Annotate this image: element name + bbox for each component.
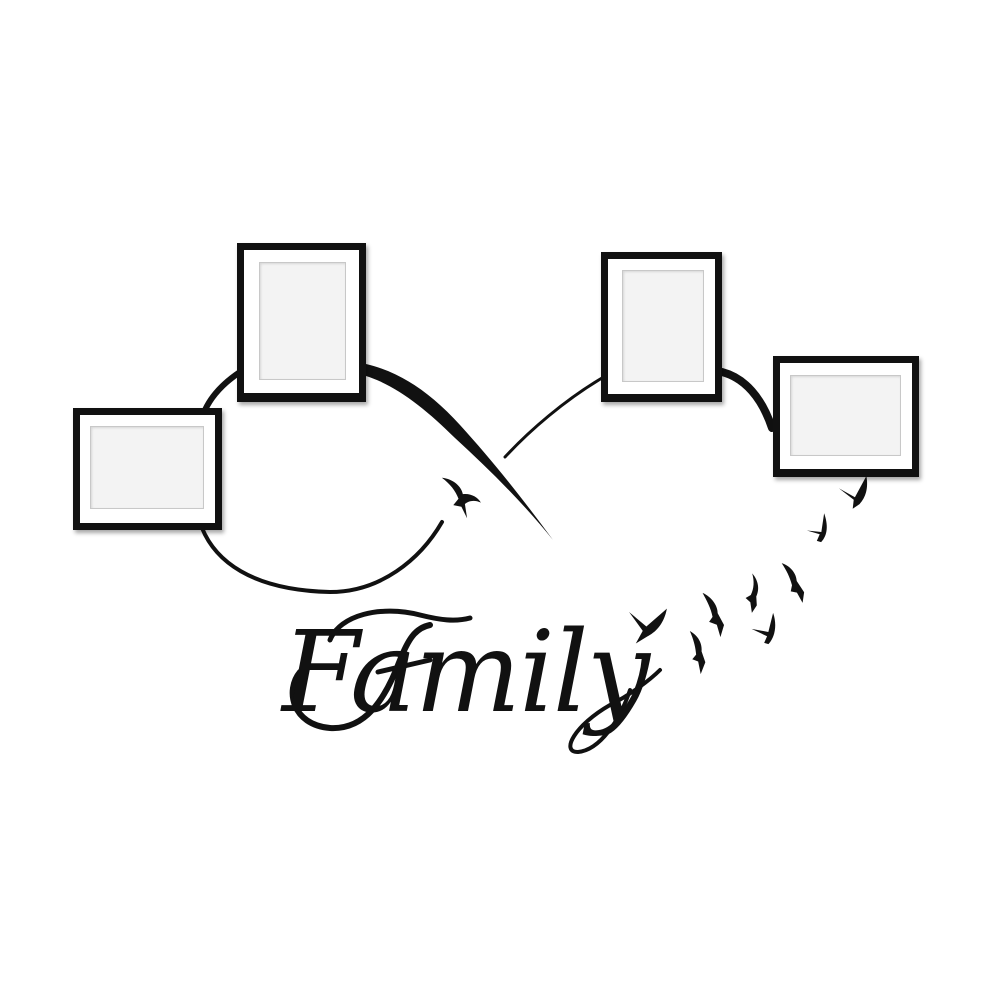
frame-mat xyxy=(80,415,215,523)
frame-left-landscape xyxy=(73,408,222,530)
frame-right-landscape xyxy=(773,356,919,477)
bird-icon xyxy=(806,513,827,543)
birds-flock xyxy=(441,476,868,675)
infinity-lower-left-curve xyxy=(200,520,444,595)
photo-placeholder xyxy=(259,262,346,380)
photo-placeholder xyxy=(90,426,204,509)
infinity-upper-left-curve xyxy=(202,369,243,413)
frame-upper-right-portrait xyxy=(601,252,722,402)
photo-placeholder xyxy=(790,375,901,456)
bird-icon xyxy=(751,612,776,645)
infinity-crossing-swoosh xyxy=(366,364,553,540)
infinity-upper-right-curve xyxy=(503,376,604,459)
bird-icon xyxy=(629,608,667,644)
frame-mat xyxy=(780,363,912,469)
family-title: Family xyxy=(282,608,650,738)
frame-mat xyxy=(608,259,715,394)
bird-icon xyxy=(441,477,481,519)
frame-upper-left-portrait xyxy=(237,243,366,402)
photo-placeholder xyxy=(622,270,704,382)
infinity-right-arc xyxy=(718,368,776,432)
bird-icon xyxy=(689,631,706,675)
bird-icon xyxy=(745,573,759,613)
family-script-flourish xyxy=(289,608,662,755)
frame-mat xyxy=(244,250,359,393)
bird-icon xyxy=(838,476,868,509)
bird-icon xyxy=(702,592,725,638)
bird-icon xyxy=(781,563,805,603)
